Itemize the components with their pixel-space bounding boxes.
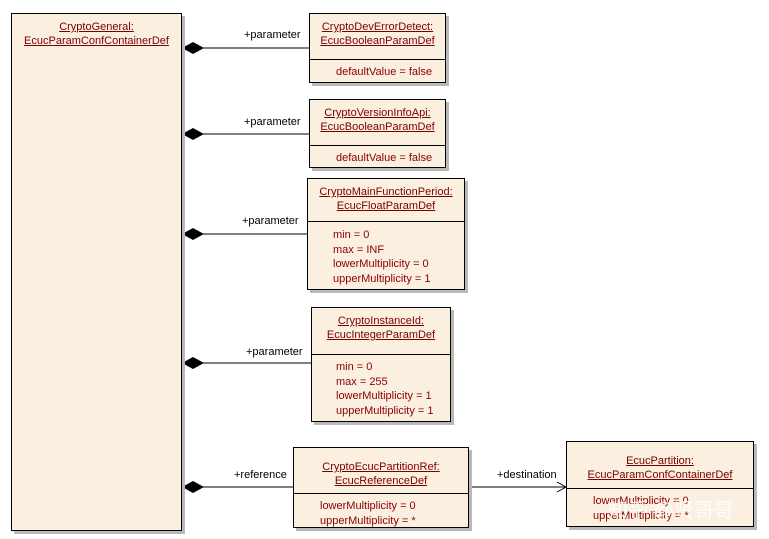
param-class-box[interactable]: CryptoVersionInfoApi: EcucBooleanParamDe…	[309, 99, 446, 168]
composition-diamond-icon	[182, 42, 204, 54]
separator	[310, 145, 445, 146]
class-type: EcucParamConfContainerDef	[587, 469, 733, 481]
separator	[567, 488, 753, 489]
attribute-list: defaultValue = false	[336, 65, 432, 80]
class-type: EcucReferenceDef	[334, 475, 428, 487]
param-class-header: CryptoDevErrorDetect: EcucBooleanParamDe…	[310, 14, 445, 48]
role-label: +parameter	[244, 116, 301, 128]
role-label: +parameter	[244, 29, 301, 41]
class-type: EcucIntegerParamDef	[326, 329, 436, 341]
class-name: CryptoVersionInfoApi:	[324, 107, 431, 119]
param-class-header: CryptoInstanceId: EcucIntegerParamDef	[312, 308, 450, 342]
attribute: defaultValue = false	[336, 66, 433, 78]
class-name: EcucPartition:	[626, 455, 694, 467]
class-name: CryptoMainFunctionPeriod:	[319, 186, 453, 198]
class-name: CryptoInstanceId:	[337, 315, 425, 327]
attribute: lowerMultiplicity = 0	[320, 500, 416, 512]
attribute: lowerMultiplicity = 0	[593, 495, 689, 507]
separator	[308, 221, 464, 222]
attribute: min = 0	[336, 361, 373, 373]
attribute: lowerMultiplicity = 1	[336, 390, 432, 402]
attribute: max = 255	[336, 375, 388, 388]
attribute: upperMultiplicity = *	[320, 514, 416, 527]
role-label: +reference	[234, 469, 287, 481]
param-class-header: CryptoVersionInfoApi: EcucBooleanParamDe…	[310, 100, 445, 134]
separator	[294, 493, 468, 494]
attribute: lowerMultiplicity = 0	[333, 258, 429, 270]
destination-class-header: EcucPartition: EcucParamConfContainerDef	[567, 442, 753, 482]
watermark: 知乎 @贤哥哥	[608, 500, 734, 522]
class-type: EcucBooleanParamDef	[320, 35, 435, 47]
attribute: upperMultiplicity = *	[593, 509, 689, 522]
attribute-list: min = 0 max = 255 lowerMultiplicity = 1 …	[336, 360, 434, 418]
reference-class-box[interactable]: CryptoEcucPartitionRef: EcucReferenceDef…	[293, 447, 469, 528]
param-class-header: CryptoMainFunctionPeriod: EcucFloatParam…	[308, 179, 464, 213]
class-name: CryptoGeneral:	[59, 21, 134, 33]
reference-class-header: CryptoEcucPartitionRef: EcucReferenceDef	[294, 448, 468, 488]
composition-diamond-icon	[182, 481, 204, 493]
attribute: upperMultiplicity = 1	[333, 272, 431, 285]
role-label: +destination	[497, 469, 557, 481]
separator	[310, 59, 445, 60]
role-label: +parameter	[242, 215, 299, 227]
param-class-box[interactable]: CryptoDevErrorDetect: EcucBooleanParamDe…	[309, 13, 446, 83]
container-class-header: CryptoGeneral: EcucParamConfContainerDef	[12, 14, 181, 48]
class-name: CryptoEcucPartitionRef:	[322, 461, 440, 473]
attribute: max = INF	[333, 243, 385, 256]
attribute: upperMultiplicity = 1	[336, 404, 434, 417]
attribute-list: min = 0 max = INF lowerMultiplicity = 0 …	[333, 228, 431, 286]
separator	[312, 354, 450, 355]
attribute-list: lowerMultiplicity = 0 upperMultiplicity …	[320, 499, 416, 528]
composition-diamond-icon	[182, 228, 204, 240]
attribute-list: defaultValue = false	[336, 151, 432, 166]
composition-diamond-icon	[182, 357, 204, 369]
class-type: EcucFloatParamDef	[336, 200, 436, 212]
composition-diamond-icon	[182, 128, 204, 140]
attribute: defaultValue = false	[336, 152, 433, 164]
destination-class-box[interactable]: EcucPartition: EcucParamConfContainerDef…	[566, 441, 754, 527]
class-type: EcucParamConfContainerDef	[24, 35, 169, 47]
attribute-list: lowerMultiplicity = 0 upperMultiplicity …	[593, 494, 689, 523]
class-type: EcucBooleanParamDef	[320, 121, 435, 133]
class-name: CryptoDevErrorDetect:	[321, 21, 434, 33]
param-class-box[interactable]: CryptoMainFunctionPeriod: EcucFloatParam…	[307, 178, 465, 290]
container-class-box[interactable]: CryptoGeneral: EcucParamConfContainerDef	[11, 13, 182, 531]
attribute: min = 0	[333, 229, 370, 241]
role-label: +parameter	[246, 346, 303, 358]
param-class-box[interactable]: CryptoInstanceId: EcucIntegerParamDef mi…	[311, 307, 451, 422]
